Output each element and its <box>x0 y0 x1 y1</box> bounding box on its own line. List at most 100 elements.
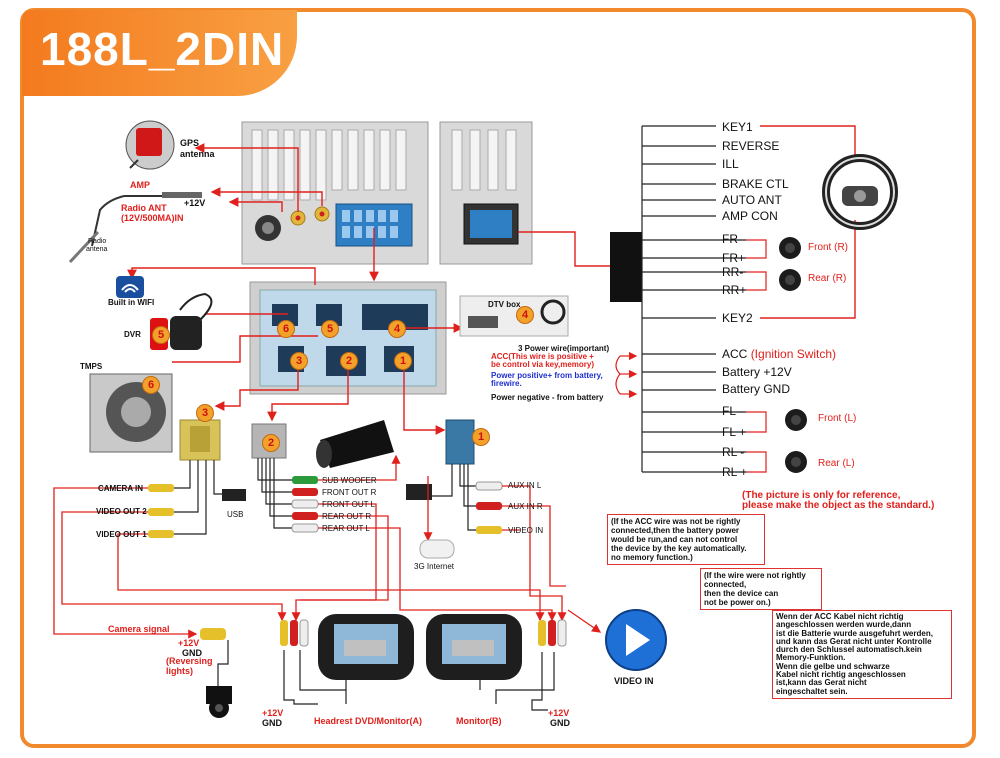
pin-key2: KEY2 <box>722 311 753 325</box>
note-de-line: Memory-Funktion. <box>776 653 846 663</box>
head-unit-back <box>241 121 533 265</box>
pin-ill: ILL <box>722 157 739 171</box>
speaker-icons <box>779 237 807 473</box>
camera-in-label: CAMERA IN <box>98 484 144 493</box>
pin-rr-minus: RR- <box>722 265 744 279</box>
radio-ant-spec: (12V/500MA)IN <box>121 213 184 223</box>
pin-rl-plus: RL + <box>722 465 748 479</box>
module1-badge: 1 <box>472 428 490 446</box>
radio-antena-2: antena <box>86 246 108 253</box>
note-wire-line: connected, <box>704 580 747 589</box>
signal-wires <box>53 454 602 639</box>
power-wire-title: 3 Power wire(important) <box>518 344 610 353</box>
video-in-label: VIDEO IN <box>614 676 654 686</box>
reversing-label-2: lights) <box>166 666 193 676</box>
monitor-b-label: Monitor(B) <box>456 716 502 726</box>
pin-fr-plus: FR+ <box>722 251 746 265</box>
wifi-icon <box>116 276 144 298</box>
connector-panel <box>249 281 447 395</box>
pin-battery-12v: Battery +12V <box>722 365 792 379</box>
note-de-line: Wenn die gelbe und schwarze <box>776 661 890 671</box>
note-acc-line: (If the ACC wire was not be rightly <box>611 517 741 526</box>
monitor-b-12v: +12V <box>548 708 570 718</box>
radio-antena-1: Radio <box>88 238 107 245</box>
connector-badge-3: 3 <box>290 352 308 370</box>
in-video: VIDEO IN <box>508 526 544 535</box>
note-de-line: eingeschaltet sein. <box>776 686 848 696</box>
monitor-rca-plugs <box>280 619 567 647</box>
amp-cable-icon <box>68 192 202 264</box>
monitor-b <box>426 614 522 680</box>
video-out2-label: VIDEO OUT 2 <box>96 507 147 516</box>
pos-note-1: Power positive+ from battery, <box>491 371 603 380</box>
3g-dongle-icon <box>419 539 455 559</box>
pin-acc: ACC (Ignition Switch) <box>722 347 836 361</box>
dtv-box-icon <box>459 295 569 337</box>
wifi-label: Built in WIFI <box>108 298 155 307</box>
camera-gnd: GND <box>182 648 202 658</box>
camera-12v: +12V <box>178 638 200 648</box>
pos-note-2: firewire. <box>491 379 522 388</box>
rear-r-label: Rear (R) <box>808 273 847 284</box>
monitor-a <box>318 614 414 680</box>
pin-auto-ant: AUTO ANT <box>722 193 782 207</box>
connector-badge-5: 5 <box>321 320 339 338</box>
red-wires <box>127 125 856 435</box>
gps-label-2: antenna <box>180 149 215 159</box>
note-de-line: Kabel nicht richtig angeschlossen <box>776 670 906 680</box>
out-front-l: FRONT OUT L <box>322 500 376 509</box>
pin-fr-minus: FR- <box>722 232 742 246</box>
camera-signal-label: Camera signal <box>108 624 170 634</box>
tmps-badge: 6 <box>142 376 160 394</box>
note-acc: (If the ACC wire was not be rightly conn… <box>607 514 765 565</box>
acc-note-1: ACC(This wire is positive + <box>491 352 594 361</box>
monitor-b-gnd: GND <box>550 718 570 728</box>
gps-label-1: GPS <box>180 138 200 148</box>
page-title: 188L_2DIN <box>40 23 285 75</box>
pin-brake: BRAKE CTL <box>722 177 789 191</box>
connector-badge-4: 4 <box>388 320 406 338</box>
note-de-line: durch den Schlussel automatisch.kein <box>776 645 922 655</box>
note-acc-line: connected,then the battery power <box>611 526 740 535</box>
amp-plus12v: +12V <box>184 198 206 208</box>
note-german: Wenn der ACC Kabel nicht richtig angesch… <box>772 610 952 699</box>
pin-amp-con: AMP CON <box>722 209 778 223</box>
tmps-tire-photo <box>89 373 173 453</box>
monitor-a-label: Headrest DVD/Monitor(A) <box>314 716 423 726</box>
monitor-a-12v: +12V <box>262 708 284 718</box>
rca-plugs <box>148 476 503 538</box>
out-rear-l: REAR OUT L <box>322 524 370 533</box>
dtv-badge: 4 <box>516 306 534 324</box>
acc-note-2: be control via key,memory) <box>491 360 594 369</box>
dtv-label: DTV box <box>488 300 521 309</box>
video-in-play-icon <box>605 609 667 671</box>
acc-ignition: (Ignition Switch) <box>750 347 837 361</box>
radio-ant-label: Radio ANT <box>121 203 167 213</box>
note-de-line: angeschlossen werden wurde,dann <box>776 620 912 630</box>
amp-label: AMP <box>130 180 150 190</box>
reference-note-1: (The picture is only for reference, <box>742 490 901 501</box>
note-acc-line: would be run,and can not control <box>611 535 738 544</box>
subwoofer-icon <box>316 420 394 468</box>
title-banner <box>22 10 297 96</box>
reverse-camera-icon <box>200 628 232 718</box>
pin-rl-minus: RL - <box>722 445 745 459</box>
module-wires <box>172 458 478 535</box>
in-aux-l: AUX IN L <box>508 481 542 490</box>
out-sub-woofer: SUB WOOFER <box>322 476 377 485</box>
note-wire: (If the wire were not rightly connected,… <box>700 568 822 610</box>
in-aux-r: AUX IN R <box>508 502 543 511</box>
video-out1-label: VIDEO OUT 1 <box>96 530 147 539</box>
usb-label: USB <box>227 510 244 519</box>
pin-rr-plus: RR+ <box>722 283 747 297</box>
note-de-line: ist die Batterie wurde ausgefuhrt werden… <box>776 628 933 638</box>
steering-wheel-icon <box>822 154 898 230</box>
module3-badge: 3 <box>196 404 214 422</box>
pin-battery-gnd: Battery GND <box>722 382 791 396</box>
pin-fl-minus: FL - <box>722 404 743 418</box>
note-acc-line: no memory function.) <box>611 553 693 562</box>
note-de-line: und kann das Gerat nicht unter Kontrolle <box>776 636 932 646</box>
out-front-r: FRONT OUT R <box>322 488 377 497</box>
module-1 <box>445 419 475 465</box>
